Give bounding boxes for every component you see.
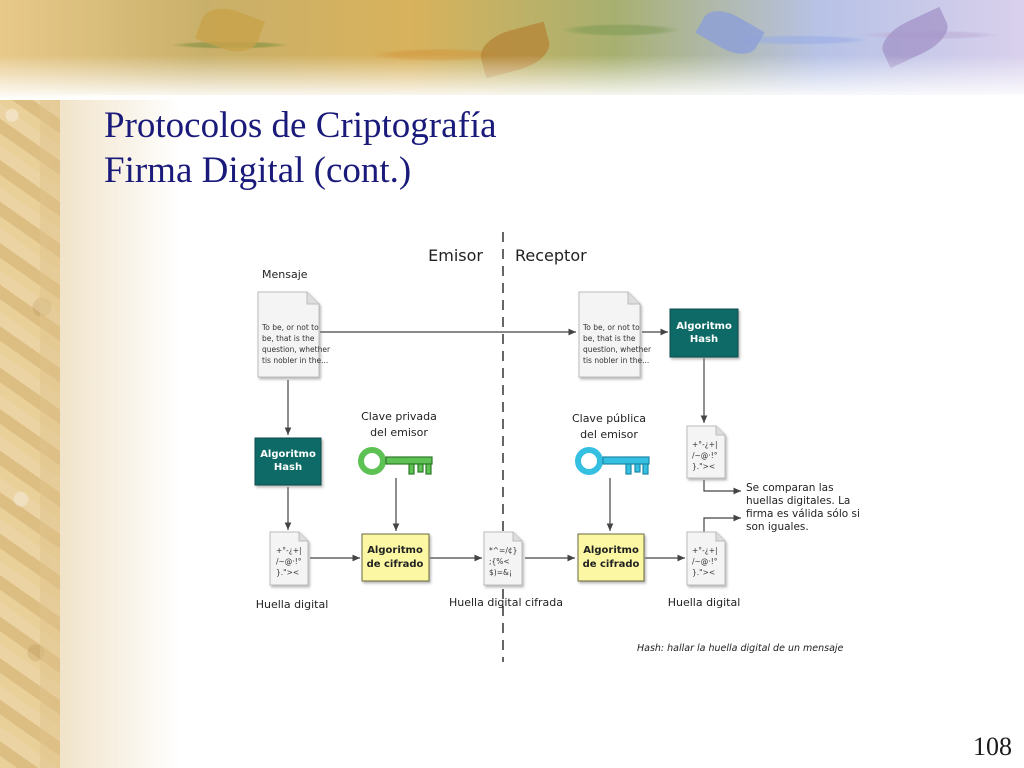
leaf-decoration <box>194 0 266 60</box>
private-key-label: del emisor <box>370 426 428 439</box>
receiver-cipher-box-line: de cifrado <box>583 559 640 570</box>
decrypted-fingerprint-text-line: /~@·!° <box>692 557 718 566</box>
cipher-box-line: Algoritmo <box>367 545 423 556</box>
arrow-compare-top <box>703 480 741 495</box>
banner-fade <box>0 55 1024 100</box>
message-text-line: tis nobler in the... <box>262 356 328 365</box>
receiver-cipher-box-line: Algoritmo <box>583 545 639 556</box>
encrypted-text-line: *^=/¢} <box>489 546 517 555</box>
compare-note-line: firma es válida sólo si <box>746 508 860 520</box>
receptor-label: Receptor <box>515 246 587 265</box>
huella-digital-label: Huella digital <box>256 598 329 611</box>
received-message-text-line: question, whether <box>583 345 652 354</box>
compare-note-line: Se comparan las <box>746 482 834 494</box>
decrypted-fingerprint-document <box>686 531 726 586</box>
received-message-document <box>578 291 641 378</box>
title-line-1: Protocolos de Criptografía <box>104 105 497 146</box>
arrow-compare-bottom <box>703 514 741 532</box>
digital-signature-diagram: Emisor Receptor Mensaje To be, or not to… <box>254 232 860 662</box>
fingerprint-text-line: }.">< <box>276 568 299 577</box>
computed-fingerprint-text-line: /~@·!° <box>692 451 718 460</box>
cipher-box-line: de cifrado <box>367 559 424 570</box>
message-text-line: be, that is the <box>262 334 315 343</box>
public-key-label: del emisor <box>580 428 638 441</box>
private-key-label: Clave privada <box>361 410 437 423</box>
slide-title: Protocolos de Criptografía Firma Digital… <box>104 103 497 193</box>
message-text-line: question, whether <box>262 345 331 354</box>
compare-note-line: huellas digitales. La <box>746 495 850 507</box>
fingerprint-text-line: +°-¿+| <box>276 546 302 555</box>
leaf-decoration <box>695 2 765 63</box>
hash-box-line: Algoritmo <box>260 449 316 460</box>
receiver-hash-algorithm-box <box>669 308 739 358</box>
message-text-line: To be, or not to <box>261 323 319 332</box>
compare-note-line: son iguales. <box>746 521 809 533</box>
received-message-text-line: be, that is the <box>583 334 636 343</box>
decrypted-fingerprint-text-line: +°-¿+| <box>692 546 718 555</box>
title-line-2: Firma Digital (cont.) <box>104 150 412 191</box>
decrypted-fingerprint-text-line: }.">< <box>692 568 715 577</box>
received-message-text-line: To be, or not to <box>582 323 640 332</box>
fingerprint-text-line: /~@·!° <box>276 557 302 566</box>
encrypted-fingerprint-document <box>483 531 523 586</box>
hash-box-line: Hash <box>274 462 302 473</box>
mensaje-label: Mensaje <box>262 268 308 281</box>
computed-fingerprint-text-line: }.">< <box>692 462 715 471</box>
emisor-label: Emisor <box>428 246 483 265</box>
received-message-text-line: tis nobler in the... <box>583 356 649 365</box>
receiver-hash-box-line: Algoritmo <box>676 321 732 332</box>
hash-algorithm-box <box>254 437 322 486</box>
encrypted-text-line: ;{%< <box>489 557 510 566</box>
left-fade <box>40 80 180 768</box>
computed-fingerprint-text-line: +°-¿+| <box>692 440 718 449</box>
computed-fingerprint-document <box>686 425 726 479</box>
cipher-algorithm-box <box>361 533 430 582</box>
public-key-icon <box>575 447 650 475</box>
message-document <box>257 291 320 378</box>
public-key-label: Clave pública <box>572 412 646 425</box>
receiver-cipher-algorithm-box <box>577 533 645 582</box>
slide-number: 108 <box>973 732 1012 761</box>
encrypted-text-line: $)=&¡ <box>489 568 512 577</box>
receiver-huella-digital-label: Huella digital <box>668 596 741 609</box>
receiver-hash-box-line: Hash <box>690 334 718 345</box>
fingerprint-document <box>269 531 309 586</box>
huella-cifrada-label: Huella digital cifrada <box>449 596 563 609</box>
hash-footnote: Hash: hallar la huella digital de un men… <box>637 643 844 654</box>
private-key-icon <box>358 447 433 475</box>
